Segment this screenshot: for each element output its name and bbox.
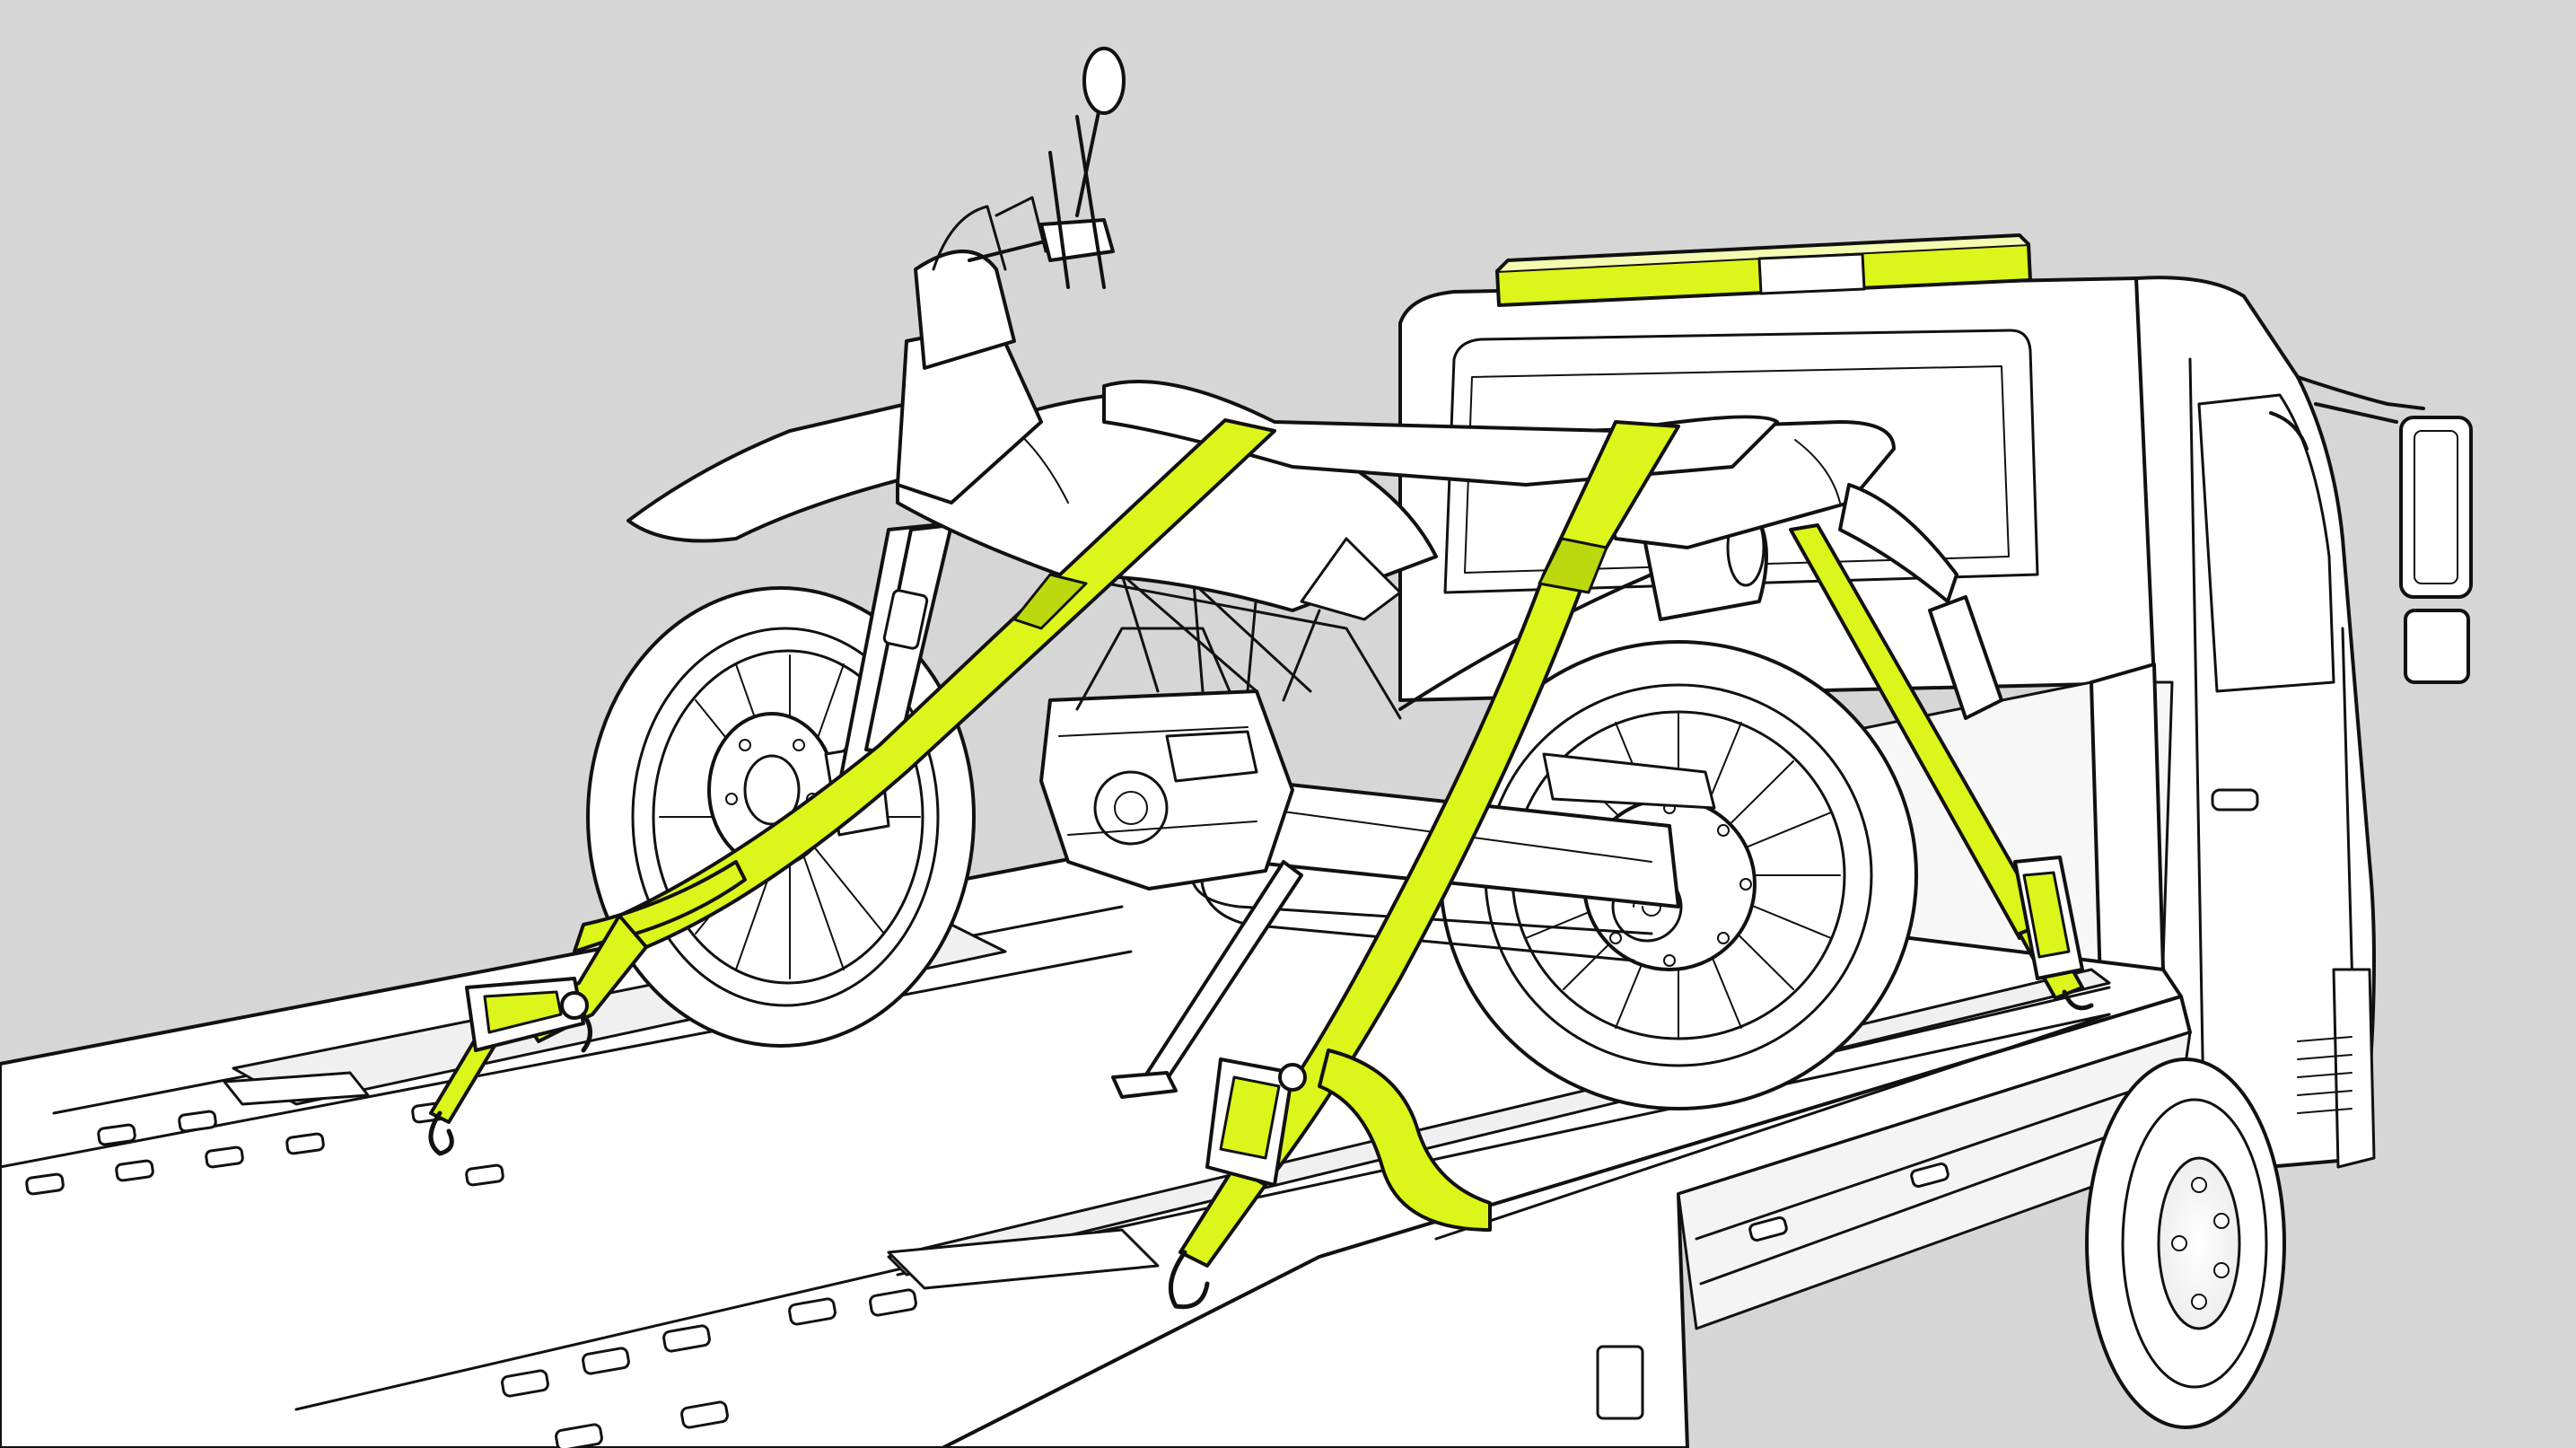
- front-fairing: [626, 205, 1043, 543]
- side-mirror: [2269, 375, 2473, 684]
- handlebars: [968, 47, 1126, 289]
- hook: [428, 989, 2094, 1310]
- strap-front-left: [429, 418, 1276, 1124]
- kickstand: [1111, 860, 1303, 1099]
- motorcycle: [586, 47, 2003, 1110]
- roof-light-bar: [1495, 233, 2032, 307]
- engine: [1039, 573, 1402, 891]
- license-plate: [1928, 595, 2003, 720]
- ratchet-buckle: [465, 856, 2084, 1187]
- truck-wheel: [2085, 1057, 2286, 1429]
